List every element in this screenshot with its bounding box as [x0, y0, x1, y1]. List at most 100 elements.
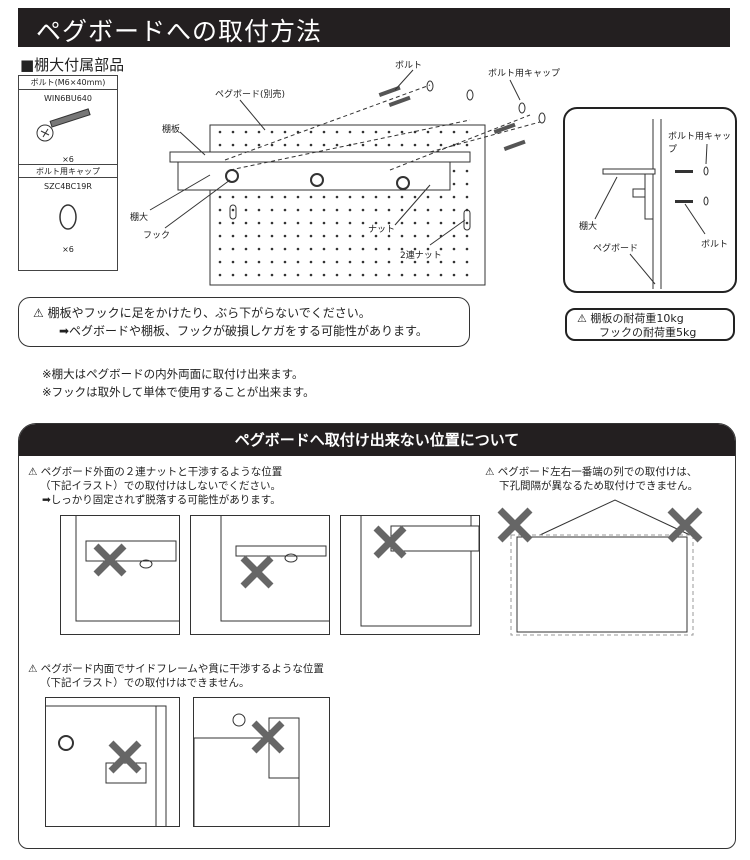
peg-hole: [387, 221, 391, 225]
peg-hole: [309, 221, 313, 225]
restrictions-section: ペグボードへ取付け出来ない位置について: [18, 423, 736, 849]
peg-hole: [400, 234, 404, 238]
peg-hole: [361, 143, 365, 147]
peg-hole: [413, 260, 417, 264]
peg-hole: [218, 221, 222, 225]
peg-hole: [244, 260, 248, 264]
peg-hole: [309, 130, 313, 134]
peg-hole: [400, 195, 404, 199]
peg-hole: [296, 143, 300, 147]
example-image-3: [340, 510, 480, 635]
peg-hole: [322, 195, 326, 199]
cap-name: ボルト用キャップ: [19, 164, 117, 178]
peg-hole: [387, 247, 391, 251]
peg-hole: [465, 143, 469, 147]
peg-hole: [309, 208, 313, 212]
peg-hole: [413, 247, 417, 251]
peg-hole: [335, 260, 339, 264]
peg-hole: [257, 234, 261, 238]
peg-hole: [348, 273, 352, 277]
peg-hole: [387, 143, 391, 147]
peg-hole: [244, 221, 248, 225]
peg-hole: [465, 195, 469, 199]
peg-hole: [465, 234, 469, 238]
warning-line1: 棚板やフックに足をかけたり、ぶら下がらないでください。: [47, 306, 371, 320]
peg-hole: [374, 143, 378, 147]
peg-hole: [374, 247, 378, 251]
peg-hole: [413, 208, 417, 212]
peg-hole: [439, 195, 443, 199]
peg-hole: [270, 247, 274, 251]
peg-hole: [426, 260, 430, 264]
peg-hole: [335, 208, 339, 212]
x-mark-icon: [108, 740, 142, 774]
peg-hole: [439, 208, 443, 212]
peg-hole: [348, 234, 352, 238]
peg-hole: [439, 221, 443, 225]
peg-hole: [387, 273, 391, 277]
bolt-icon: [36, 108, 91, 142]
peg-hole: [400, 247, 404, 251]
peg-hole: [231, 130, 235, 134]
peg-hole: [426, 273, 430, 277]
warning-line2: ➡ペグボードや棚板、フックが破損しケガをする可能性があります。: [59, 324, 428, 338]
parts-table: ボルト(M6×40mm) WIN6BU640 ×6 ボルト用キャップ SZC4B…: [18, 75, 118, 271]
peg-hole: [244, 208, 248, 212]
peg-hole: [465, 169, 469, 173]
peg-hole: [413, 143, 417, 147]
peg-hole: [270, 234, 274, 238]
peg-hole: [439, 130, 443, 134]
x-mark-icon: [240, 555, 274, 589]
peg-hole: [335, 221, 339, 225]
x-mark-icon: [251, 720, 285, 754]
peg-hole: [309, 273, 313, 277]
peg-hole: [348, 221, 352, 225]
peg-hole: [374, 208, 378, 212]
peg-hole: [465, 182, 469, 186]
peg-hole: [270, 273, 274, 277]
caution-1-line1: ⚠ ペグボード外面の２連ナットと干渉するような位置: [28, 466, 283, 478]
peg-hole: [257, 208, 261, 212]
peg-hole: [322, 247, 326, 251]
peg-hole: [335, 247, 339, 251]
peg-hole: [244, 143, 248, 147]
peg-hole: [231, 208, 235, 212]
peg-hole: [361, 208, 365, 212]
peg-hole: [309, 143, 313, 147]
peg-hole: [439, 143, 443, 147]
peg-hole: [374, 273, 378, 277]
peg-hole: [413, 195, 417, 199]
peg-hole: [387, 195, 391, 199]
peg-hole: [218, 247, 222, 251]
peg-hole: [257, 273, 261, 277]
peg-hole: [283, 221, 287, 225]
peg-hole: [322, 208, 326, 212]
label-hook: フック: [143, 231, 171, 241]
peg-hole: [361, 273, 365, 277]
load-capacity-box: ⚠ 棚板の耐荷重10kg フックの耐荷重5kg: [565, 308, 735, 341]
peg-hole: [283, 234, 287, 238]
peg-hole: [400, 130, 404, 134]
caution-1-line3: ➡しっかり固定されず脱落する可能性があります。: [42, 494, 281, 506]
example-image-4: [45, 697, 180, 827]
peg-hole: [296, 273, 300, 277]
peg-hole: [218, 208, 222, 212]
warning-icon: ⚠: [33, 306, 48, 320]
peg-hole: [426, 143, 430, 147]
warning-icon: ⚠: [577, 312, 591, 325]
note-1: ※棚大はペグボードの内外両面に取付け出来ます。: [42, 367, 304, 381]
peg-hole: [452, 169, 456, 173]
bolt-code: WIN6BU640: [44, 94, 92, 103]
peg-hole: [426, 208, 430, 212]
peg-hole: [361, 247, 365, 251]
label-shelf: 棚大: [130, 213, 149, 223]
peg-hole: [465, 247, 469, 251]
peg-hole: [244, 234, 248, 238]
peg-hole: [452, 273, 456, 277]
x-mark-icon: [93, 543, 127, 577]
peg-hole: [257, 247, 261, 251]
peg-hole: [426, 247, 430, 251]
peg-hole: [374, 221, 378, 225]
peg-hole: [270, 195, 274, 199]
label-double-nut: 2連ナット: [400, 251, 442, 261]
